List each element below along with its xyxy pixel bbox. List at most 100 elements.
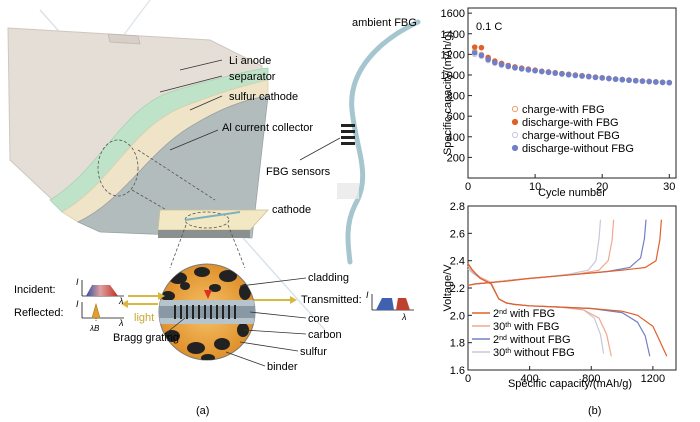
incident-i-symbol: I bbox=[76, 277, 79, 287]
legend-label: charge-with FBG bbox=[522, 104, 605, 116]
cathode-block-top bbox=[157, 209, 269, 231]
lambda-b-label: λB bbox=[89, 324, 100, 333]
panel-a-label: (a) bbox=[196, 405, 209, 417]
al-collector-layer bbox=[77, 95, 269, 239]
data-point bbox=[599, 75, 605, 81]
data-point bbox=[585, 73, 592, 80]
data-point bbox=[646, 78, 652, 85]
y-tick-label: 2.8 bbox=[450, 201, 465, 213]
legend-label: charge-without FBG bbox=[522, 130, 620, 142]
al-collector-label: Al current collector bbox=[222, 122, 313, 134]
y-tick-label: 1600 bbox=[441, 8, 465, 20]
binder-label: binder bbox=[267, 361, 298, 373]
data-point bbox=[626, 77, 632, 84]
x-tick-label: 10 bbox=[529, 181, 541, 193]
cladding-label: cladding bbox=[308, 272, 349, 284]
incident-label: Incident: bbox=[14, 284, 56, 296]
y-tick-label: 2.0 bbox=[450, 310, 465, 322]
transmitted-i-symbol: I bbox=[366, 290, 369, 300]
y-tick-label: 2.6 bbox=[450, 228, 465, 240]
sulfur-label: sulfur bbox=[300, 346, 327, 358]
data-point bbox=[471, 50, 478, 56]
x-tick-label: 400 bbox=[520, 373, 538, 385]
data-point bbox=[512, 64, 518, 71]
data-point bbox=[559, 71, 565, 77]
bragg-grating-label: Bragg grating bbox=[113, 332, 179, 344]
cycle-chart-frame bbox=[467, 7, 677, 179]
legend-marker bbox=[511, 144, 519, 152]
charge-curve bbox=[467, 219, 602, 286]
y-tick-label: 1400 bbox=[441, 29, 465, 41]
legend-marker bbox=[511, 131, 519, 139]
voltage-chart: 1.6 1.8 2.0 2.2 2.4 2.6 2.8 0 400 800 1200 Specif… bbox=[442, 201, 677, 390]
data-point bbox=[518, 65, 525, 72]
magnified-view bbox=[158, 263, 256, 361]
legend-label: discharge-with FBG bbox=[522, 117, 619, 129]
data-point bbox=[478, 52, 485, 59]
x-tick-label: 800 bbox=[582, 373, 600, 385]
data-point bbox=[485, 56, 491, 63]
fiber-clip bbox=[337, 183, 359, 199]
reflected-lambda: λ bbox=[118, 318, 123, 328]
data-point bbox=[505, 63, 512, 70]
y-tick-label: 1.6 bbox=[450, 365, 465, 377]
data-point bbox=[619, 76, 626, 83]
data-point bbox=[539, 68, 545, 75]
data-point bbox=[592, 74, 599, 81]
voltage-chart-ylabel: Voltage/V bbox=[442, 264, 454, 312]
transmitted-lambda: λ bbox=[401, 312, 406, 322]
y-tick-label: 200 bbox=[447, 152, 465, 164]
discharge-curve bbox=[467, 263, 668, 357]
y-tick-label: 400 bbox=[447, 132, 465, 144]
incident-spectrum bbox=[81, 280, 124, 297]
rate-annotation: 0.1 C bbox=[476, 21, 502, 33]
y-tick-label: 1000 bbox=[441, 70, 465, 82]
data-point bbox=[632, 77, 639, 84]
battery-tab bbox=[107, 33, 141, 45]
data-point bbox=[565, 71, 572, 78]
legend-label: 30th without FBG bbox=[493, 347, 575, 359]
ambient-fbg-label: ambient FBG bbox=[352, 17, 417, 29]
fbg-grating-marks bbox=[341, 124, 355, 145]
y-tick-label: 2.2 bbox=[450, 283, 465, 295]
reflected-i-symbol: I bbox=[76, 299, 79, 309]
data-point bbox=[606, 75, 612, 82]
panel-b-label: (b) bbox=[588, 405, 601, 417]
cycle-chart-xlabel: Cycle number bbox=[538, 187, 606, 199]
transmitted-spectrum bbox=[371, 294, 414, 311]
x-tick-label: 0 bbox=[465, 181, 471, 193]
zoom-ellipse bbox=[97, 139, 139, 197]
data-point bbox=[525, 67, 532, 73]
optical-fiber bbox=[345, 19, 421, 265]
data-point bbox=[653, 79, 659, 85]
data-point bbox=[579, 73, 585, 79]
data-point bbox=[659, 79, 666, 86]
background-line bbox=[119, 0, 151, 41]
data-point bbox=[545, 69, 552, 76]
panel-a-illustration: Li anode separator sulfur cathode Al cur… bbox=[7, 0, 421, 417]
cathode-block-side bbox=[158, 230, 250, 238]
carbon-label: carbon bbox=[308, 329, 342, 341]
y-tick-label: 1.8 bbox=[450, 338, 465, 350]
data-point bbox=[532, 67, 538, 74]
legend-label: discharge-without FBG bbox=[522, 143, 634, 155]
core-label: core bbox=[308, 313, 329, 325]
data-point bbox=[612, 76, 619, 82]
sulfur-cathode-label: sulfur cathode bbox=[229, 91, 298, 103]
reflected-label: Reflected: bbox=[14, 307, 64, 319]
transmitted-label: Transmitted: bbox=[301, 294, 362, 306]
y-tick-label: 800 bbox=[447, 91, 465, 103]
x-tick-label: 1200 bbox=[641, 373, 665, 385]
legend-label: 30th with FBG bbox=[493, 321, 559, 333]
voltage-chart-xlabel: Specific capacity/(mAh/g) bbox=[508, 378, 632, 390]
light-arrows bbox=[121, 292, 297, 308]
data-point bbox=[666, 79, 673, 86]
legend-marker bbox=[511, 105, 519, 113]
cycle-chart-ylabel: Specific capacity/(mAh/g) bbox=[442, 31, 454, 155]
fbg-sensors-label: FBG sensors bbox=[266, 166, 331, 178]
y-tick-label: 2.4 bbox=[450, 256, 465, 268]
charge-curve bbox=[467, 219, 662, 286]
x-tick-label: 0 bbox=[465, 373, 471, 385]
